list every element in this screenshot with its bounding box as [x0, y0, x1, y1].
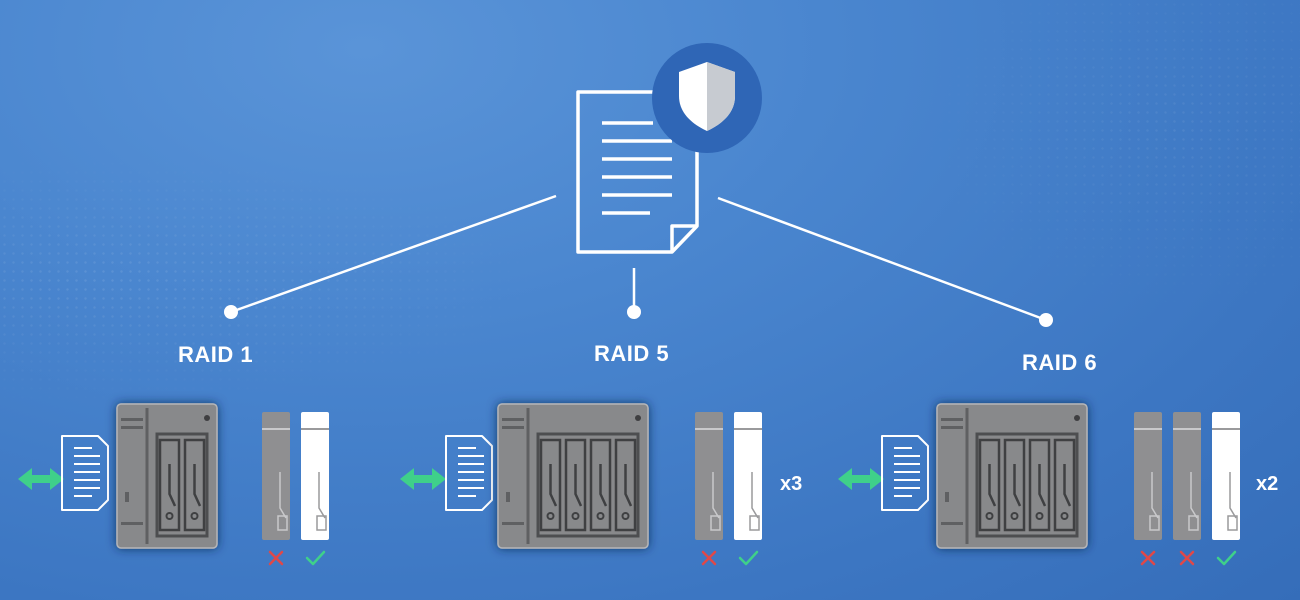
raid1-transfer-arrow-icon — [18, 468, 64, 490]
check-icon — [305, 550, 326, 566]
raid5-drive-tray — [539, 438, 562, 532]
cross-icon — [1140, 550, 1156, 566]
raid5-drive-tray — [564, 438, 587, 532]
raid5-multiplier: x3 — [780, 473, 803, 495]
connector-dot-raid6 — [1039, 313, 1053, 327]
shield-icon — [652, 43, 762, 153]
raid1-healthy-drive — [301, 412, 329, 540]
raid6-failed-drive — [1173, 412, 1201, 540]
raid5-transfer-arrow-icon — [400, 468, 446, 490]
raid6-multiplier: x2 — [1256, 473, 1279, 495]
raid6-drive-tray — [1003, 438, 1026, 532]
raid6-failed-drive — [1134, 412, 1162, 540]
raid6-healthy-drive — [1212, 412, 1240, 540]
cross-icon — [701, 550, 717, 566]
raid6-small-document-icon — [881, 435, 929, 511]
raid6-label: RAID 6 — [1022, 350, 1098, 375]
connector-line-raid1 — [230, 194, 557, 314]
raid1-label: RAID 1 — [178, 342, 254, 367]
raid5-drive-tray — [614, 438, 637, 532]
background-dot-pattern — [0, 150, 560, 410]
cross-icon — [1179, 550, 1195, 566]
check-icon — [1216, 550, 1237, 566]
connector-dot-raid5 — [627, 305, 641, 319]
raid6-drive-tray — [1028, 438, 1051, 532]
raid1-drive-bays — [155, 432, 209, 538]
raid6-drive-tray — [978, 438, 1001, 532]
raid6-group — [838, 403, 1240, 566]
raid5-healthy-drive — [734, 412, 762, 540]
raid1-small-document-icon — [61, 435, 109, 511]
raid1-failed-drive — [262, 412, 290, 540]
raid1-group — [18, 403, 329, 566]
raid6-drive-bays — [975, 432, 1079, 538]
raid1-drive-tray — [183, 438, 206, 532]
check-icon — [738, 550, 759, 566]
raid5-group — [400, 403, 762, 566]
raid5-label: RAID 5 — [594, 341, 670, 366]
connector-line-raid6 — [717, 196, 1047, 322]
raid1-drive-tray — [158, 438, 181, 532]
raid6-transfer-arrow-icon — [838, 468, 884, 490]
raid5-drive-tray — [589, 438, 612, 532]
connector-dot-raid1 — [224, 305, 238, 319]
connector-lines — [230, 194, 1047, 322]
raid5-small-document-icon — [445, 435, 493, 511]
raid6-drive-tray — [1053, 438, 1076, 532]
raid5-drive-bays — [536, 432, 640, 538]
raid1-nas-device — [116, 403, 218, 549]
cross-icon — [268, 550, 284, 566]
background-dot-pattern-right — [900, 0, 1300, 320]
raid5-failed-drive — [695, 412, 723, 540]
